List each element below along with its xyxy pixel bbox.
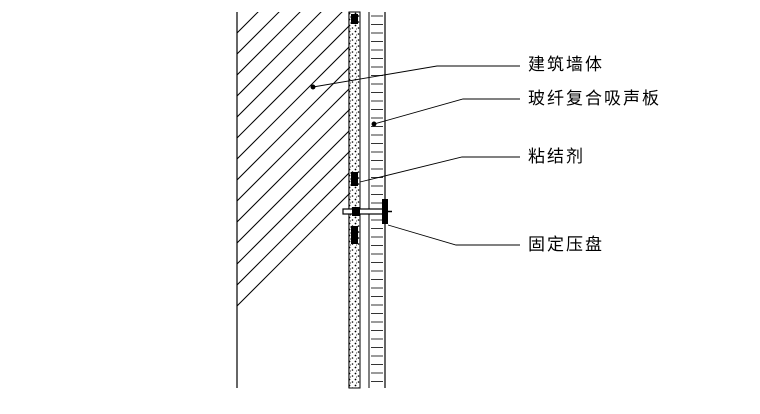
wall-leader: [312, 65, 520, 88]
wall-hatch-line: [0, 0, 186, 414]
wall-hatch-line: [237, 67, 349, 181]
wall-hatch-line: [237, 12, 238, 13]
wall-hatch-line: [237, 12, 259, 34]
adhesive-layer: [348, 11, 361, 389]
wall-hatch-line: [237, 12, 322, 97]
wall-hatch-line: [0, 0, 60, 414]
wall-hatch-line: [0, 0, 102, 414]
wall-hatch-line: [237, 88, 349, 202]
wall-hatch-line: [237, 193, 349, 307]
label-adhesive: 粘结剂: [528, 147, 585, 167]
panel-leader: [373, 98, 520, 125]
building-wall: [0, 0, 350, 414]
wall-hatch-line: [237, 46, 349, 160]
wall-hatch-line: [237, 172, 349, 286]
label-fiberglass-panel: 玻纤复合吸声板: [528, 89, 661, 109]
wall-hatch-line: [0, 0, 165, 414]
wall-hatch-line: [0, 0, 144, 414]
wall-hatch-line: [237, 130, 349, 244]
wall-hatch-line: [0, 0, 207, 414]
wall-hatch-line: [237, 109, 349, 223]
label-fixing-plate: 固定压盘: [528, 235, 604, 255]
wall-hatch-line: [237, 12, 343, 118]
wall-hatch-line: [0, 0, 228, 414]
wall-hatch-line: [0, 0, 81, 414]
wall-hatch-line: [0, 0, 123, 414]
wall-hatch-line: [237, 25, 349, 139]
plate-leader: [387, 224, 520, 246]
fixing-plate: [342, 199, 392, 224]
adhesive-leader: [359, 156, 520, 183]
wall-hatch-line: [237, 151, 349, 265]
wall-hatch-line: [237, 12, 280, 55]
wall-hatch-line: [237, 12, 301, 76]
label-building-wall: 建筑墙体: [528, 55, 604, 75]
